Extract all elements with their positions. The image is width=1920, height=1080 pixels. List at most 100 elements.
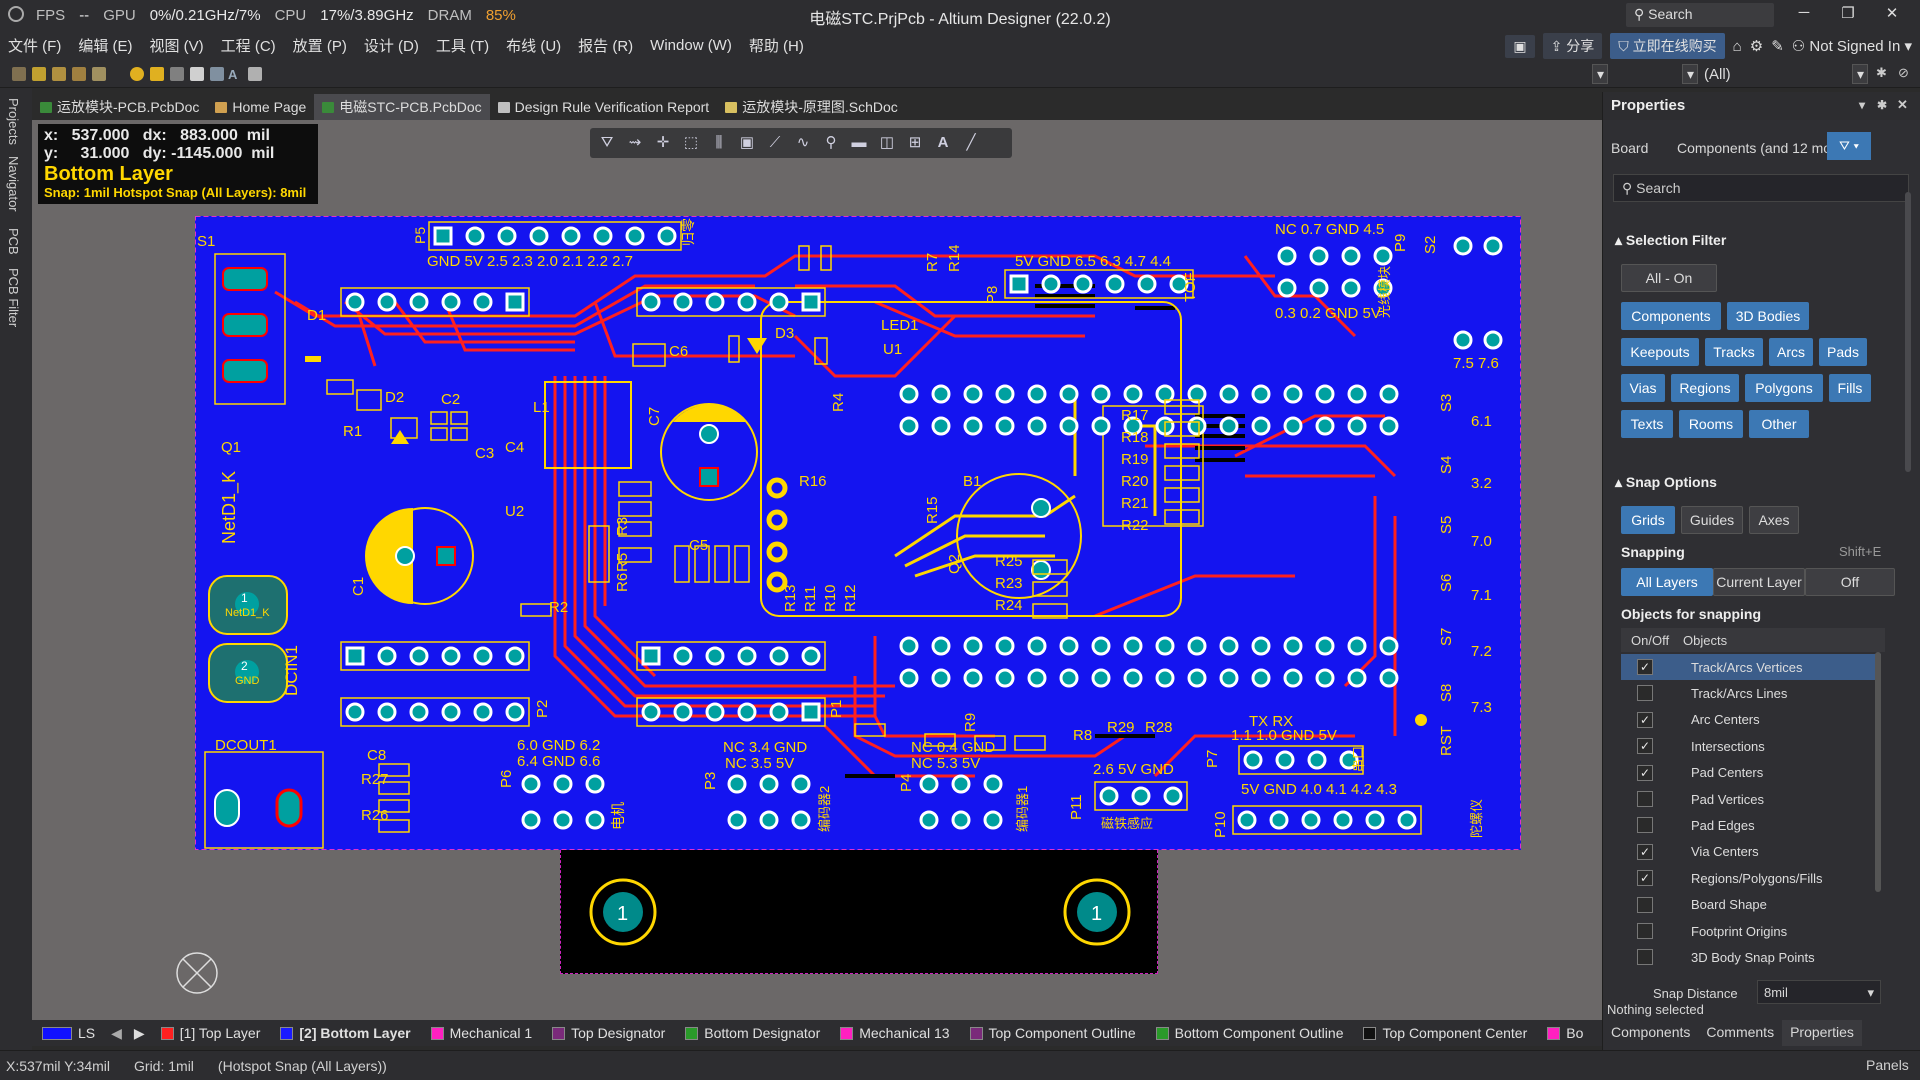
menu-file[interactable]: 文件 (F) — [8, 37, 62, 55]
filter-tracks-button[interactable]: Tracks — [1705, 338, 1763, 366]
bus-route-icon[interactable] — [72, 67, 86, 81]
place-component-icon[interactable]: ▣ — [739, 134, 755, 151]
snap-object-row[interactable]: ✓Arc Centers — [1621, 707, 1881, 733]
menu-help[interactable]: 帮助 (H) — [748, 37, 804, 55]
filter-scope-dropdown[interactable]: ▾ — [1852, 64, 1868, 84]
snap-object-row[interactable]: 3D Body Snap Points — [1621, 944, 1881, 970]
snap-object-checkbox[interactable] — [1637, 791, 1653, 807]
panel-close-icon[interactable]: ✕ — [1897, 97, 1908, 112]
menu-route[interactable]: 布线 (U) — [506, 37, 562, 55]
scroll-left-icon[interactable]: ◀ — [111, 1024, 122, 1041]
gear-icon[interactable]: ⚙ — [1749, 38, 1764, 55]
filter-3d-bodies-button[interactable]: 3D Bodies — [1727, 302, 1809, 330]
snap-object-row[interactable]: ✓Intersections — [1621, 733, 1881, 759]
snap-object-checkbox[interactable]: ✓ — [1637, 843, 1653, 860]
layer-tab-mechanical13[interactable]: Mechanical 13 — [830, 1025, 959, 1041]
filter-other-button[interactable]: Other — [1749, 410, 1809, 438]
line-icon[interactable]: ╱ — [966, 134, 976, 151]
panel-scrollbar[interactable] — [1905, 192, 1911, 472]
components-scope-label[interactable]: Components (and 12 more) — [1677, 140, 1849, 156]
menu-view[interactable]: 视图 (V) — [149, 37, 204, 55]
class-filter-dropdown[interactable]: ▾ — [1682, 64, 1698, 84]
filter-regions-button[interactable]: Regions — [1671, 374, 1739, 402]
layer-tab-top-designator[interactable]: Top Designator — [542, 1025, 675, 1041]
arc-icon[interactable] — [170, 67, 184, 81]
layer-tab-bottom-component-outline[interactable]: Bottom Component Outline — [1146, 1025, 1354, 1041]
panel-pin-icon[interactable]: ✱ — [1877, 98, 1888, 112]
doc-tab-active-pcb[interactable]: 电磁STC-PCB.PcbDoc — [314, 94, 490, 120]
fill-icon[interactable]: ▬ — [851, 134, 867, 151]
panel-menu-icon[interactable]: ▾ — [1859, 98, 1866, 112]
length-tune-icon[interactable] — [92, 67, 106, 81]
snap-object-row[interactable]: ✓Regions/Polygons/Fills — [1621, 865, 1881, 891]
snap-all-layers-button[interactable]: All Layers — [1621, 568, 1713, 596]
tab-pcb-filter[interactable]: PCB Filter — [6, 268, 21, 328]
route-icon[interactable] — [12, 67, 26, 81]
doc-tab-amp-pcb[interactable]: 运放模块-PCB.PcbDoc — [32, 94, 207, 120]
filter-rooms-button[interactable]: Rooms — [1679, 410, 1743, 438]
layer-tab-bottom-designator[interactable]: Bottom Designator — [675, 1025, 830, 1041]
snap-object-row[interactable]: ✓Pad Centers — [1621, 760, 1881, 786]
close-button[interactable]: ✕ — [1885, 5, 1899, 22]
snap-grids-button[interactable]: Grids — [1621, 506, 1675, 534]
selection-filter-heading[interactable]: ▴ Selection Filter — [1615, 232, 1727, 248]
snap-axes-button[interactable]: Axes — [1749, 506, 1799, 534]
objects-scrollbar[interactable] — [1875, 652, 1881, 892]
maximize-button[interactable]: ❐ — [1841, 5, 1855, 22]
via-icon[interactable] — [130, 67, 144, 81]
drag-icon[interactable]: ⇝ — [628, 134, 642, 151]
snap-object-checkbox[interactable]: ✓ — [1637, 738, 1653, 755]
region-icon[interactable] — [210, 67, 224, 81]
snap-object-row[interactable]: ✓Track/Arcs Vertices — [1621, 654, 1881, 680]
snap-object-checkbox[interactable] — [1637, 896, 1653, 913]
menu-place[interactable]: 放置 (P) — [292, 37, 347, 55]
menu-window[interactable]: Window (W) — [650, 36, 732, 54]
layer-tab-top[interactable]: [1] Top Layer — [151, 1025, 271, 1041]
snap-object-checkbox[interactable] — [1637, 923, 1653, 939]
snap-object-row[interactable]: Footprint Origins — [1621, 918, 1881, 944]
pad-icon[interactable] — [150, 67, 164, 81]
bottom-tab-comments[interactable]: Comments — [1706, 1024, 1775, 1040]
filter-vias-button[interactable]: Vias — [1621, 374, 1665, 402]
snap-object-row[interactable]: Pad Edges — [1621, 812, 1881, 838]
interactive-route-icon[interactable] — [32, 67, 46, 81]
snap-object-row[interactable]: Pad Vertices — [1621, 786, 1881, 812]
layer-set-selector[interactable]: LS — [32, 1025, 105, 1041]
scroll-right-icon[interactable]: ▶ — [133, 1024, 145, 1041]
pin-icon[interactable]: ✱ — [1876, 65, 1887, 80]
doc-tab-schematic[interactable]: 运放模块-原理图.SchDoc — [717, 94, 906, 120]
snap-object-checkbox[interactable] — [1637, 949, 1653, 966]
layer-tab-bottom[interactable]: [2] Bottom Layer — [270, 1025, 420, 1041]
filter-components-button[interactable]: Components — [1621, 302, 1721, 330]
home-icon[interactable]: ⌂ — [1732, 37, 1742, 55]
bottom-tab-properties[interactable]: Properties — [1782, 1020, 1862, 1046]
menu-design[interactable]: 设计 (D) — [363, 37, 419, 55]
snap-object-checkbox[interactable]: ✓ — [1637, 870, 1653, 887]
text-icon[interactable]: A — [228, 67, 238, 82]
filter-keepouts-button[interactable]: Keepouts — [1621, 338, 1699, 366]
align-icon[interactable]: ⫼ — [715, 134, 723, 151]
menu-edit[interactable]: 编辑 (E) — [78, 37, 133, 55]
minimize-button[interactable]: ─ — [1798, 4, 1810, 21]
snap-object-checkbox[interactable] — [1637, 817, 1653, 834]
global-search-input[interactable]: ⚲ Search — [1626, 3, 1774, 27]
pcb-board[interactable]: S1 D1 Q1 NetD1_K DCIN1 DCOUT1 P5 GND 5V … — [195, 216, 1521, 850]
snap-object-row[interactable]: Board Shape — [1621, 892, 1881, 918]
layer-tab-mechanical1[interactable]: Mechanical 1 — [421, 1025, 543, 1041]
tab-projects[interactable]: Projects — [6, 98, 21, 145]
filter-texts-button[interactable]: Texts — [1621, 410, 1673, 438]
snap-object-checkbox[interactable]: ✓ — [1637, 711, 1653, 728]
layer-tab-top-component-outline[interactable]: Top Component Outline — [960, 1025, 1146, 1041]
snap-object-checkbox[interactable]: ✓ — [1637, 659, 1653, 675]
fill-icon[interactable] — [190, 67, 204, 81]
polygon-icon[interactable]: ◫ — [879, 134, 895, 151]
dimension-icon[interactable]: ⊞ — [908, 134, 922, 151]
tab-pcb[interactable]: PCB — [6, 228, 21, 255]
share-button[interactable]: ⇪ 分享 — [1542, 33, 1603, 59]
panels-button[interactable]: Panels — [1866, 1057, 1909, 1073]
component-icon[interactable] — [248, 67, 262, 81]
filter-polygons-button[interactable]: Polygons — [1745, 374, 1823, 402]
menu-tools[interactable]: 工具 (T) — [435, 37, 490, 55]
filter-fills-button[interactable]: Fills — [1829, 374, 1871, 402]
layer-tab-top-component-center[interactable]: Top Component Center — [1353, 1025, 1537, 1041]
